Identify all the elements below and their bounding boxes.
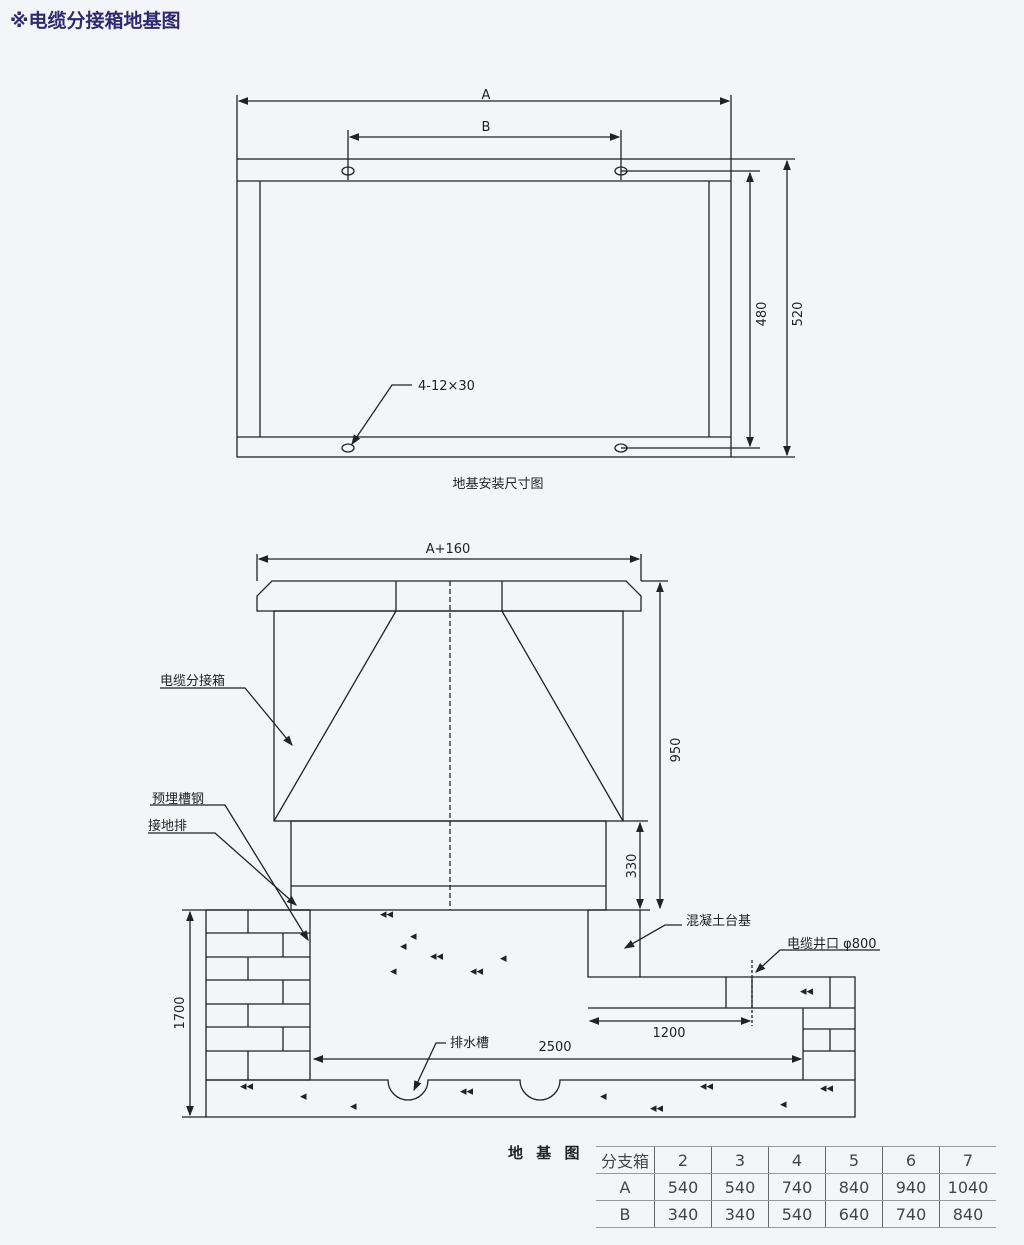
table-cell: 340 (711, 1200, 769, 1228)
svg-text:◂: ◂ (600, 1089, 607, 1104)
table-cell: 540 (654, 1173, 712, 1201)
table-cell: A (596, 1173, 655, 1201)
dim-1200: 1200 (652, 1026, 685, 1041)
table-cell: 分支箱 (596, 1146, 655, 1174)
svg-text:◂◂: ◂◂ (650, 1101, 664, 1116)
table-cell: 640 (825, 1200, 883, 1228)
svg-text:◂: ◂ (300, 1089, 307, 1104)
plan-caption: 地基安装尺寸图 (452, 477, 543, 492)
label-concrete-base: 混凝土台基 (686, 913, 751, 929)
svg-text:◂◂: ◂◂ (800, 984, 814, 999)
svg-text:◂: ◂ (400, 939, 407, 954)
section-view: A+160 950 330 ◂◂◂◂◂◂◂◂◂◂ ◂◂◂◂◂◂◂◂◂◂◂◂◂◂◂… (148, 542, 880, 1118)
table-cell: 740 (882, 1200, 940, 1228)
svg-text:◂◂: ◂◂ (240, 1079, 254, 1094)
svg-text:◂◂: ◂◂ (380, 907, 394, 922)
table-cell: 5 (825, 1146, 883, 1174)
svg-text:◂: ◂ (780, 1097, 787, 1112)
dim-480: 480 (755, 302, 770, 327)
label-box: 电缆分接箱 (160, 673, 225, 689)
brick-wall-left (205, 909, 311, 1081)
dim-1700: 1700 (173, 996, 188, 1029)
svg-text:◂◂: ◂◂ (430, 949, 444, 964)
label-ground-bar: 接地排 (148, 818, 187, 834)
svg-text:◂◂: ◂◂ (820, 1081, 834, 1096)
dim-330: 330 (625, 854, 640, 879)
svg-text:◂◂: ◂◂ (460, 1084, 474, 1099)
svg-text:◂◂: ◂◂ (470, 964, 484, 979)
svg-text:◂: ◂ (500, 951, 507, 966)
table-caption: 地 基 图 (508, 1144, 584, 1162)
table-cell: 7 (939, 1146, 996, 1174)
dim-2500: 2500 (538, 1040, 571, 1055)
svg-text:◂: ◂ (410, 929, 417, 944)
concrete-hatch: ◂◂◂◂◂◂◂◂◂◂ ◂◂◂◂◂◂◂◂◂◂◂◂◂◂◂◂ (240, 907, 834, 1116)
table-cell: 2 (654, 1146, 712, 1174)
table-cell: 540 (711, 1173, 769, 1201)
table-cell: 840 (939, 1200, 996, 1228)
table-cell: 4 (768, 1146, 826, 1174)
svg-text:◂: ◂ (390, 964, 397, 979)
table-cell: 840 (825, 1173, 883, 1201)
mounting-holes (341, 166, 628, 453)
dim-950: 950 (669, 738, 684, 763)
label-drain: 排水槽 (450, 1036, 489, 1051)
holes-label: 4-12×30 (418, 379, 475, 394)
table-cell: 3 (711, 1146, 769, 1174)
table-cell: 540 (768, 1200, 826, 1228)
table-cell: 340 (654, 1200, 712, 1228)
dim-a: A (482, 88, 491, 103)
table-cell: 740 (768, 1173, 826, 1201)
svg-text:◂: ◂ (350, 1099, 357, 1114)
dim-b: B (482, 120, 491, 135)
top-plan-view: A B 480 520 4-12×30 地基安装尺寸图 (236, 88, 806, 492)
table-cell: B (596, 1200, 655, 1228)
table-cell: 6 (882, 1146, 940, 1174)
table-cell: 1040 (939, 1173, 996, 1201)
page-title: ※电缆分接箱地基图 (10, 10, 181, 32)
table-cell: 940 (882, 1173, 940, 1201)
label-cable-well: 电缆井口 φ800 (787, 936, 877, 952)
label-channel-steel: 预埋槽钢 (152, 792, 204, 807)
dim-width: A+160 (426, 542, 471, 557)
svg-text:◂◂: ◂◂ (700, 1079, 714, 1094)
dim-520: 520 (791, 302, 806, 327)
